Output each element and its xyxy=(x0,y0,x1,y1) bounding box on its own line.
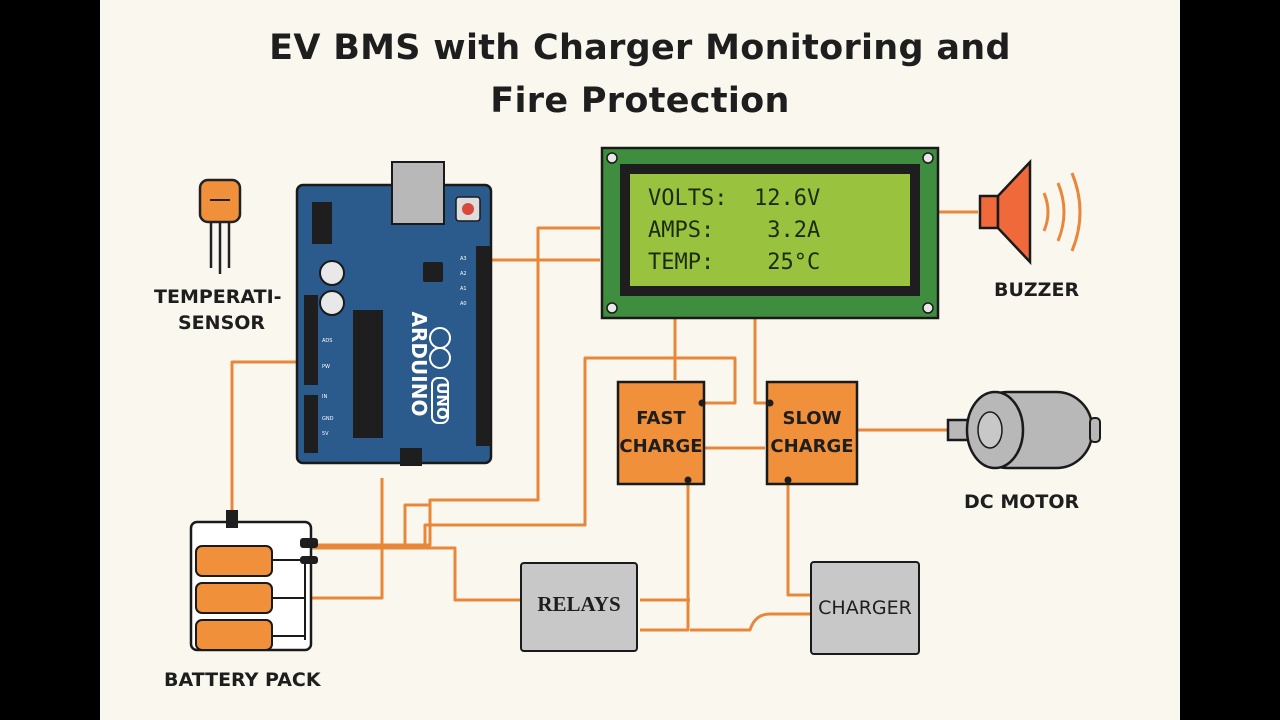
svg-text:IN: IN xyxy=(322,394,327,400)
battery-pack-icon xyxy=(189,510,318,652)
svg-text:A3: A3 xyxy=(460,256,467,262)
relays-box xyxy=(520,562,638,652)
fast-charge-label-line2: CHARGE xyxy=(619,436,703,457)
wire-battery-to-relays xyxy=(305,546,520,602)
temperature-sensor-label-line1: TEMPERATI- xyxy=(154,286,282,308)
wire-lcd-to-relays-a xyxy=(305,226,600,547)
wire-to-fast-charge xyxy=(403,503,430,548)
wire-slow-charge-to-charger xyxy=(786,482,810,597)
battery-pack-label: BATTERY PACK xyxy=(164,669,321,691)
svg-text:A0: A0 xyxy=(460,301,467,307)
buzzer-icon xyxy=(978,158,1082,266)
diagram-title-line2: Fire Protection xyxy=(490,81,790,121)
arduino-brand-label: ARDUINO xyxy=(407,311,431,417)
fast-charge-box xyxy=(616,380,706,486)
wire-fast-charge-to-relays xyxy=(640,482,690,632)
dc-motor-label: DC MOTOR xyxy=(964,491,1080,513)
charger-box xyxy=(810,561,920,655)
slow-charge-label-line2: CHARGE xyxy=(770,436,854,457)
lcd-line-volts: VOLTS: 12.6V xyxy=(648,186,821,211)
lcd-line-amps: AMPS: 3.2A xyxy=(648,218,821,243)
wire-battery-to-fast-charge-route xyxy=(423,356,737,548)
arduino-model-label: UNO xyxy=(433,382,451,420)
wire-arduino-to-battery xyxy=(305,478,384,600)
buzzer-label: BUZZER xyxy=(994,279,1080,301)
wire-battery-to-arduino xyxy=(230,360,310,515)
charger-label: CHARGER xyxy=(818,597,912,619)
svg-text:GND: GND xyxy=(322,416,334,422)
junction-dots xyxy=(684,399,792,484)
svg-text:ADS: ADS xyxy=(322,338,332,344)
slow-charge-label-line1: SLOW xyxy=(782,408,842,429)
svg-text:PW: PW xyxy=(322,364,330,370)
relays-label: RELAYS xyxy=(537,592,621,616)
lcd-line-temp: TEMP: 25°C xyxy=(648,250,821,275)
dc-motor-icon xyxy=(946,390,1101,470)
temperature-sensor-icon xyxy=(198,178,242,274)
svg-text:5V: 5V xyxy=(322,431,329,437)
lcd-module xyxy=(600,146,940,320)
temperature-sensor-label-line2: SENSOR xyxy=(178,312,266,334)
slow-charge-box xyxy=(765,380,859,486)
svg-text:A1: A1 xyxy=(460,286,467,292)
diagram-title-line1: EV BMS with Charger Monitoring and xyxy=(269,28,1011,68)
fast-charge-label-line1: FAST xyxy=(636,408,686,429)
svg-text:A2: A2 xyxy=(460,271,467,277)
wire-lcd-to-slow-charge xyxy=(753,318,770,405)
wires xyxy=(230,210,978,632)
wire-relays-to-charger-b xyxy=(690,612,810,632)
